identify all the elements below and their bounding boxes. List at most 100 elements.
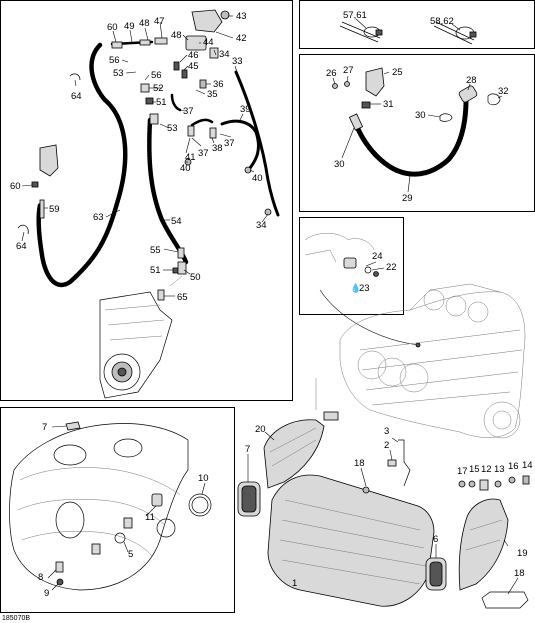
drain-plug-8 (55, 561, 64, 573)
connector-49 (139, 39, 151, 46)
vent-bracket-25 (365, 67, 385, 97)
callout-32: 32 (498, 86, 509, 97)
fitting-5a (123, 517, 133, 529)
callout-30: 30 (415, 110, 426, 121)
callout-56b: 56 (151, 70, 162, 81)
top-fitting-group (323, 411, 339, 421)
valve-44 (185, 35, 207, 51)
callout-53: 53 (113, 68, 124, 79)
callout-58-62: 58,62 (430, 16, 454, 27)
clamp-18 (362, 486, 370, 494)
washer-16 (508, 476, 516, 484)
callout-16: 16 (508, 461, 519, 472)
callout-55: 55 (150, 245, 161, 256)
callout-34: 34 (219, 49, 230, 60)
callout-51: 51 (156, 97, 167, 108)
fuel-line-callouts: 60 49 48 47 43 42 48 44 56 53 46 45 56 3… (10, 11, 267, 303)
callout-53b: 53 (167, 123, 178, 134)
fitting-54 (149, 113, 159, 125)
callout-41: 41 (185, 152, 196, 163)
callout-39: 39 (240, 104, 251, 115)
lubricant-drop-icon: 💧 (350, 282, 361, 294)
washer-15 (468, 480, 476, 488)
clamp-60 (31, 181, 39, 188)
tie-strap-57 (339, 21, 381, 43)
fuel-hose-63 (36, 42, 128, 288)
callout-5: 5 (128, 549, 133, 560)
callout-64: 64 (71, 91, 82, 102)
callout-64b: 64 (16, 241, 27, 252)
pump-bracket (39, 144, 59, 177)
fuel-tank-panel (0, 407, 235, 613)
callout-13: 13 (494, 464, 505, 475)
callout-42: 42 (236, 33, 247, 44)
callout-43: 43 (236, 11, 247, 22)
fuel-tank-group: 7 10 11 5 8 9 (9, 421, 212, 599)
callout-34b: 34 (256, 220, 267, 231)
callout-6: 6 (433, 534, 438, 545)
cap-12 (479, 479, 489, 491)
fitting-50 (177, 261, 187, 275)
fitting-41 (187, 125, 195, 137)
callout-56: 56 (109, 55, 120, 66)
callout-59: 59 (49, 204, 60, 215)
tie-strap-58 (433, 21, 475, 45)
fuel-line-assembly (17, 9, 280, 399)
callout-3: 3 (384, 426, 389, 437)
callout-47: 47 (154, 16, 165, 27)
callout-30b: 30 (334, 159, 345, 170)
callout-51b: 51 (150, 265, 161, 276)
connector-56 (111, 41, 123, 49)
vent-hose-panel (299, 54, 535, 212)
bolt-14 (522, 475, 530, 485)
plug-7 (65, 421, 81, 431)
washer-9 (56, 578, 64, 586)
callout-49: 49 (124, 21, 135, 32)
fitting-30 (348, 113, 364, 131)
valve-bracket-42 (191, 9, 223, 33)
callout-38: 38 (212, 143, 223, 154)
callout-22: 22 (386, 262, 397, 273)
clip-64b (17, 224, 29, 235)
callout-50: 50 (190, 272, 201, 283)
engine-outline-fragment (304, 233, 375, 251)
callout-18: 18 (354, 458, 365, 469)
callout-1: 1 (292, 578, 297, 589)
valve-detail-group: 💧 24 22 23 (304, 233, 397, 294)
callout-40: 40 (180, 163, 191, 174)
callout-65: 65 (177, 292, 188, 303)
callout-29: 29 (402, 193, 413, 204)
fitting-59 (39, 199, 45, 219)
callout-15: 15 (469, 464, 480, 475)
elbow-28 (458, 85, 478, 103)
callout-37b: 37 (198, 148, 209, 159)
nut-23 (373, 271, 379, 277)
callout-8: 8 (38, 572, 43, 583)
callout-52: 52 (153, 83, 164, 94)
hose-38 (190, 118, 214, 127)
callout-20: 20 (255, 424, 266, 435)
plate-18 (481, 591, 529, 609)
clamp-51 (145, 97, 154, 105)
callout-57-61: 57,61 (343, 10, 367, 21)
hose-37 (170, 93, 182, 112)
callout-24: 24 (372, 251, 383, 262)
callout-60b: 60 (10, 181, 21, 192)
gasket-10 (188, 493, 212, 517)
callout-63: 63 (93, 212, 104, 223)
callout-54: 54 (171, 216, 182, 227)
callout-9: 9 (44, 588, 49, 599)
screw-26 (332, 83, 338, 89)
fuel-tank-body (9, 423, 189, 591)
tie-strap-panel (299, 0, 535, 49)
vent-hose-29 (353, 97, 469, 177)
fitting-52 (140, 83, 150, 93)
detail-pointer-line (319, 289, 419, 346)
callout-44: 44 (203, 37, 214, 48)
clamp-34b (264, 208, 272, 216)
fitting-5b (91, 543, 101, 555)
callout-37c: 37 (224, 138, 235, 149)
clip-64a (69, 73, 81, 81)
callout-23: 23 (359, 283, 370, 294)
clamp-46 (173, 61, 180, 71)
